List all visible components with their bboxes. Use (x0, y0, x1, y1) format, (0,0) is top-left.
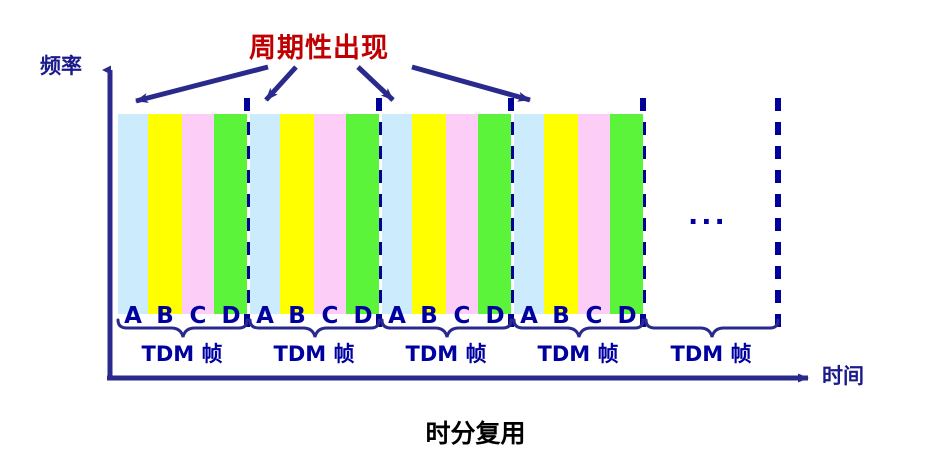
slot-label: C (453, 303, 471, 329)
slot-label: B (156, 303, 174, 329)
annotation-arrow-2 (264, 65, 298, 102)
frame-braces (116, 318, 780, 338)
slot-label: B (288, 303, 306, 329)
y-axis-label: 频率 (40, 54, 82, 78)
annotation-arrow-1 (135, 64, 269, 104)
slot-label: A (388, 303, 406, 329)
slot-label: D (617, 303, 637, 329)
slot-b (412, 114, 446, 314)
annotation-arrows (135, 64, 531, 104)
tdm-frame-label-1: TDM 帧 (141, 342, 223, 366)
periodic-annotation-title: 周期性出现 (249, 33, 389, 64)
slot-a (118, 114, 148, 314)
slot-label: B (552, 303, 570, 329)
slot-label: B (420, 303, 438, 329)
slot-label: A (124, 303, 142, 329)
slot-label: C (321, 303, 339, 329)
tdm-frame-label-4: TDM 帧 (537, 342, 619, 366)
tdm-frame-label-3: TDM 帧 (405, 342, 487, 366)
diagram-caption: 时分复用 (425, 419, 526, 448)
slot-a (250, 114, 280, 314)
slot-c (182, 114, 214, 314)
slot-d (214, 114, 247, 314)
slot-label: A (256, 303, 274, 329)
slot-label: D (221, 303, 241, 329)
slot-b (544, 114, 578, 314)
tdm-frame-label-5: TDM 帧 (670, 342, 752, 366)
tdm-frame-label-2: TDM 帧 (273, 342, 355, 366)
slot-d (478, 114, 511, 314)
tdm-slot-band: A B C D A B C D A B C D A B C D (118, 114, 643, 329)
x-axis-label: 时间 (822, 364, 864, 388)
slot-b (280, 114, 314, 314)
slot-d (346, 114, 379, 314)
slot-b (148, 114, 182, 314)
slot-c (446, 114, 478, 314)
slot-label: C (189, 303, 207, 329)
slot-d (610, 114, 643, 314)
slot-label: D (353, 303, 373, 329)
slot-label: A (520, 303, 538, 329)
slot-a (382, 114, 412, 314)
continuation-ellipsis: ... (688, 200, 728, 231)
brace-5 (644, 318, 780, 338)
slot-label: D (485, 303, 505, 329)
annotation-arrow-4 (411, 64, 531, 103)
slot-label: C (585, 303, 603, 329)
slot-c (578, 114, 610, 314)
slot-c (314, 114, 346, 314)
annotation-arrow-3 (356, 65, 395, 102)
slot-a (514, 114, 544, 314)
